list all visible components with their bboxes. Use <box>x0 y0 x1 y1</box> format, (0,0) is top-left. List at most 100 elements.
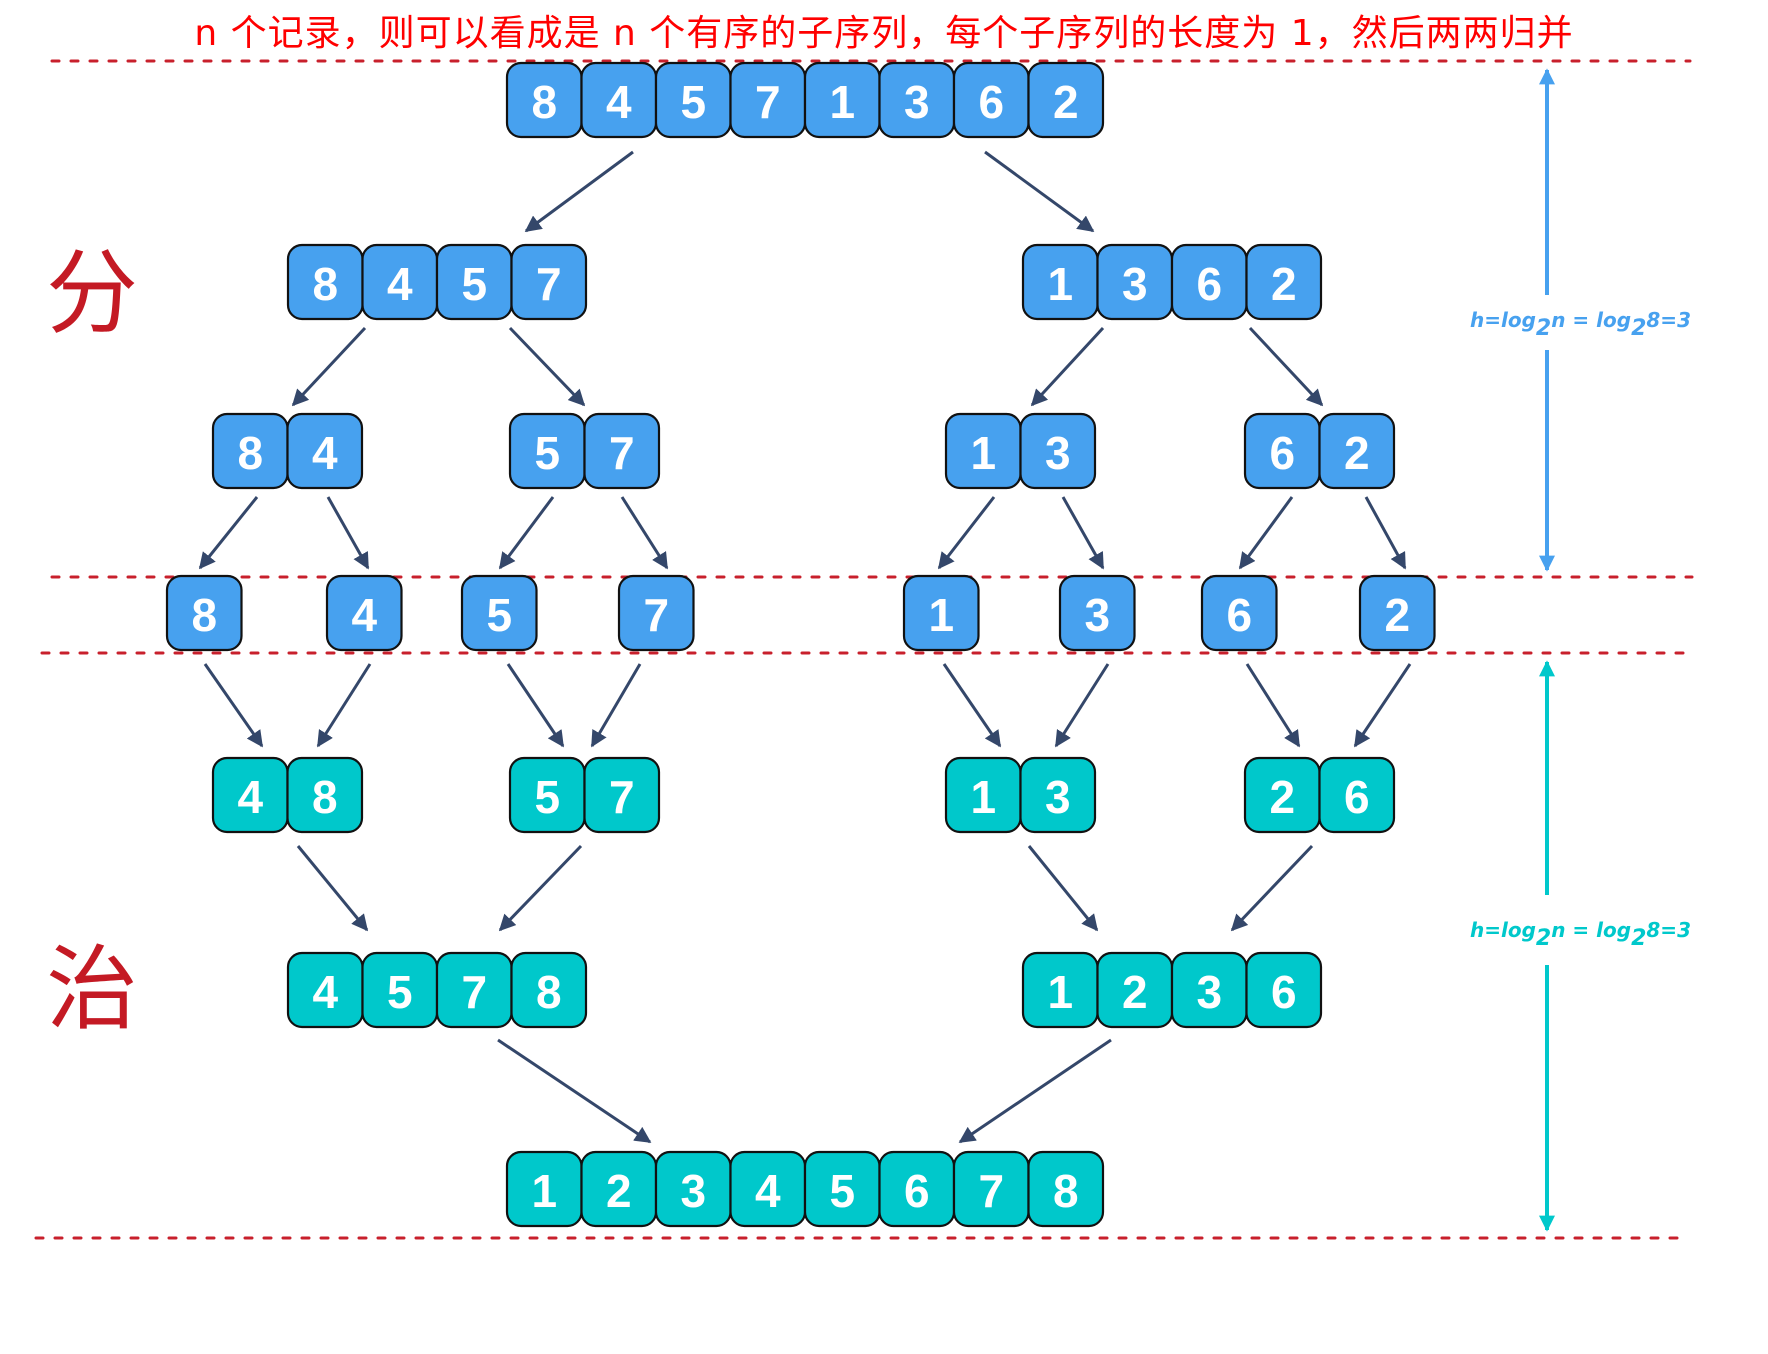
arrow <box>1353 663 1412 748</box>
cell-value: 5 <box>387 966 413 1018</box>
cell-value: 3 <box>1122 258 1148 310</box>
cell-value: 5 <box>829 1165 855 1217</box>
arrow <box>1245 663 1301 748</box>
arrow <box>958 1038 1112 1144</box>
cell-value: 7 <box>643 589 669 641</box>
cell-box <box>1358 574 1436 652</box>
cell-value: 8 <box>191 589 217 641</box>
cell-value: 3 <box>680 1165 706 1217</box>
cell-value: 1 <box>829 76 855 128</box>
arrow <box>497 1038 652 1144</box>
cell-value: 1 <box>1047 966 1073 1018</box>
arrow <box>1061 496 1105 570</box>
cell-value: 2 <box>1269 771 1295 823</box>
arrow <box>937 496 996 570</box>
cell-value: 7 <box>978 1165 1004 1217</box>
cell-value: 6 <box>1271 966 1297 1018</box>
divide-row-3-group-4: 1 <box>902 574 980 652</box>
formula-part: n = log <box>1551 918 1632 942</box>
cell-box <box>510 243 588 321</box>
cell-value: 2 <box>1384 589 1410 641</box>
diagram-title: n 个记录，则可以看成是 n 个有序的子序列，每个子序列的长度为 1，然后两两归… <box>194 13 1574 54</box>
cell-box <box>617 574 695 652</box>
formula-part: n = log <box>1551 308 1632 332</box>
arrow <box>984 150 1095 233</box>
arrow <box>316 663 372 748</box>
cell-value: 3 <box>904 76 930 128</box>
cell-value: 7 <box>609 427 635 479</box>
cell-box <box>1200 574 1278 652</box>
cell-value: 5 <box>534 771 560 823</box>
cell-box <box>1245 951 1323 1029</box>
arrow <box>498 496 555 570</box>
arrow <box>942 663 1002 748</box>
divide-label: 分 <box>46 240 139 347</box>
cell-box <box>583 756 661 834</box>
cell-box <box>325 574 403 652</box>
cell-value: 7 <box>755 76 781 128</box>
cell-box <box>1027 1150 1105 1228</box>
formula-part: h=log <box>1470 918 1536 942</box>
cell-value: 6 <box>1344 771 1370 823</box>
cell-value: 5 <box>534 427 560 479</box>
cell-box <box>286 412 364 490</box>
arrow <box>590 663 642 748</box>
cell-value: 3 <box>1084 589 1110 641</box>
cell-value: 5 <box>486 589 512 641</box>
cell-value: 6 <box>1226 589 1252 641</box>
cell-value: 4 <box>387 258 413 310</box>
formula-subscript: 2 <box>1631 926 1647 951</box>
cell-box <box>1019 412 1097 490</box>
cell-value: 5 <box>461 258 487 310</box>
formula-part: h=log <box>1470 308 1536 332</box>
arrows <box>198 150 1412 1144</box>
cell-value: 2 <box>1344 427 1370 479</box>
divide-row-3-group-5: 3 <box>1058 574 1136 652</box>
cell-box <box>165 574 243 652</box>
cell-value: 4 <box>312 966 338 1018</box>
arrow <box>296 845 369 932</box>
cell-value: 7 <box>461 966 487 1018</box>
cell-box <box>1245 243 1323 321</box>
cell-value: 1 <box>970 771 996 823</box>
formula-part: 8=3 <box>1646 308 1691 332</box>
cell-value: 1 <box>970 427 996 479</box>
cell-value: 3 <box>1196 966 1222 1018</box>
cell-value: 1 <box>928 589 954 641</box>
divide-row-3-group-7: 2 <box>1358 574 1436 652</box>
formula-part: 8=3 <box>1646 918 1691 942</box>
cell-value: 5 <box>680 76 706 128</box>
cell-value: 3 <box>1045 427 1071 479</box>
arrow <box>508 326 586 407</box>
arrow <box>291 326 367 407</box>
cell-value: 8 <box>531 76 557 128</box>
divide-row-3-group-2: 5 <box>460 574 538 652</box>
cell-box <box>510 951 588 1029</box>
divide-row-3-group-0: 8 <box>165 574 243 652</box>
cell-box <box>1318 412 1396 490</box>
cell-value: 7 <box>536 258 562 310</box>
arrow <box>498 844 583 932</box>
conquer-label: 治 <box>46 936 139 1043</box>
cell-value: 8 <box>536 966 562 1018</box>
arrow <box>1054 663 1110 748</box>
dotted-separators <box>34 59 1694 1240</box>
cell-value: 8 <box>1053 1165 1079 1217</box>
divide-row-3-group-1: 4 <box>325 574 403 652</box>
cell-value: 4 <box>351 589 377 641</box>
cell-value: 1 <box>1047 258 1073 310</box>
cell-value: 4 <box>606 76 632 128</box>
cell-value: 2 <box>606 1165 632 1217</box>
arrow <box>506 663 565 748</box>
divide-height-formula: h=log2n = log28=3 <box>1470 308 1691 341</box>
